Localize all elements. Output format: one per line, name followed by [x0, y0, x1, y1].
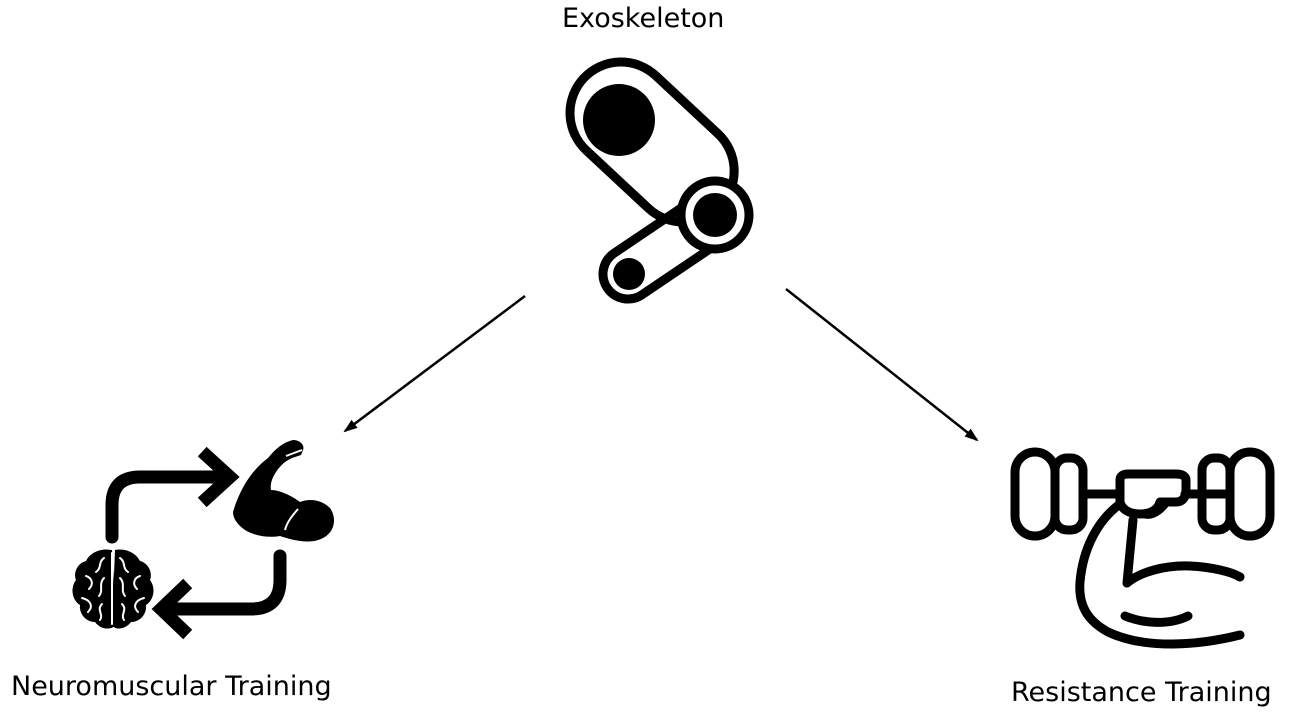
muscle-arm-icon: [233, 440, 335, 542]
edge-exoskeleton-to-neuromuscular: [343, 295, 526, 433]
node-label-resistance-training: Resistance Training: [1011, 677, 1272, 708]
node-label-neuromuscular-training: Neuromuscular Training: [11, 671, 332, 702]
arm-dumbbell-icon: [1010, 447, 1275, 649]
edge-exoskeleton-to-resistance: [785, 288, 979, 442]
brain-muscle-loop-icon: [72, 440, 335, 640]
brain-icon: [72, 549, 154, 629]
exoskeleton-joint-icon: [565, 57, 754, 304]
node-label-exoskeleton: Exoskeleton: [562, 3, 725, 34]
